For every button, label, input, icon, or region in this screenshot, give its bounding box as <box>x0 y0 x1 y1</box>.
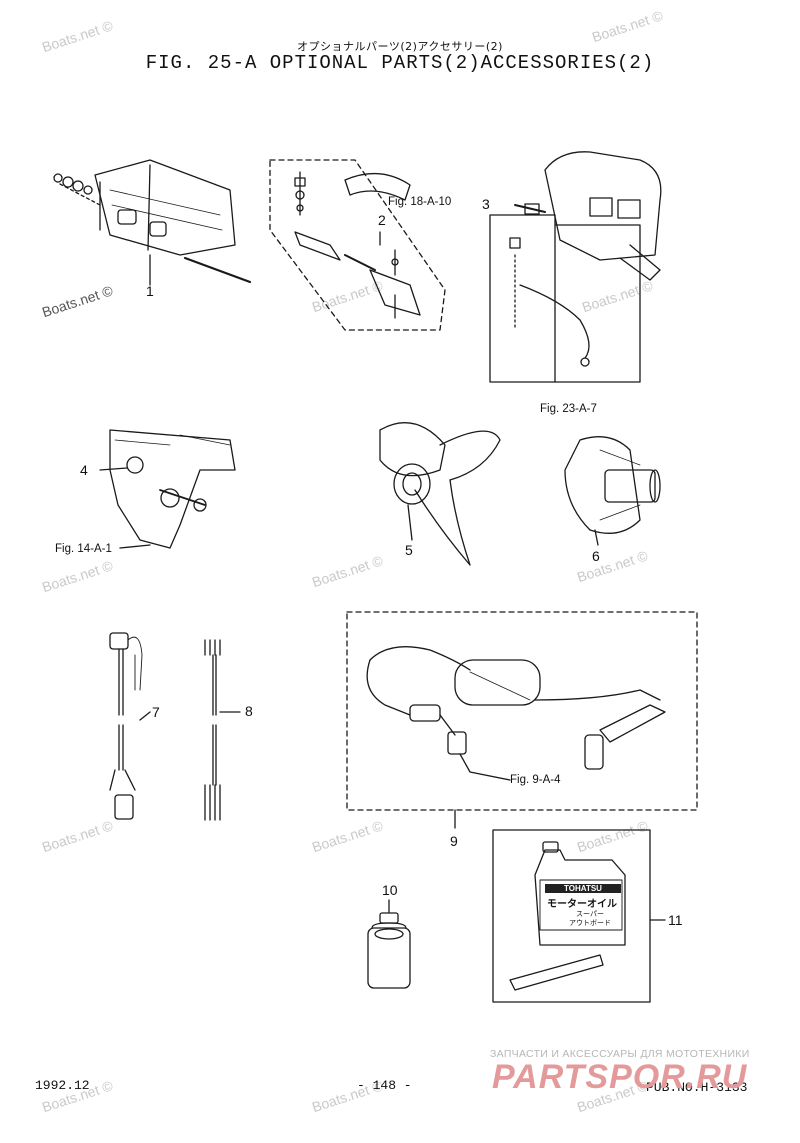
page-title: FIG. 25-A OPTIONAL PARTS(2)ACCESSORIES(2… <box>145 52 655 74</box>
site-banner-tagline: ЗАПЧАСТИ И АКСЕССУАРЫ ДЛЯ МОТОТЕХНИКИ <box>490 1048 750 1060</box>
part-7-drawing <box>109 632 151 820</box>
callout-7: 7 <box>152 704 160 720</box>
figure-reference: Fig. 9-A-4 <box>510 774 561 786</box>
callout-1: 1 <box>146 283 154 299</box>
figure-reference: Fig. 18-A-10 <box>388 196 452 208</box>
part-11-drawing <box>492 829 666 1003</box>
part-2-drawing <box>269 159 446 331</box>
part-8-drawing <box>204 639 241 821</box>
footer-pub-number: PUB.NO.H-3133 <box>646 1080 748 1095</box>
jug-label-brand: TOHATSU <box>545 884 621 893</box>
callout-6: 6 <box>592 548 600 564</box>
part-1-drawing <box>53 159 252 286</box>
footer-page-number: - 148 - <box>357 1078 412 1093</box>
callout-8: 8 <box>245 703 253 719</box>
figure-reference: Fig. 23-A-7 <box>540 403 597 415</box>
part-6-drawing <box>564 436 661 546</box>
page-subtitle-jp: オプショナルパーツ(2)アクセサリー(2) <box>297 40 503 53</box>
part-10-drawing <box>367 899 411 989</box>
jug-label-line1: モーターオイル <box>547 899 617 910</box>
callout-11: 11 <box>668 912 683 928</box>
jug-label-line3: アウトボード <box>569 919 611 927</box>
callout-2: 2 <box>378 212 386 228</box>
part-3-drawing <box>489 151 662 383</box>
callout-5: 5 <box>405 542 413 558</box>
callout-9: 9 <box>450 833 458 849</box>
callout-4: 4 <box>80 462 88 478</box>
site-banner-logo: PARTSPOR.RU <box>492 1058 748 1096</box>
jug-label-line2: スーパー <box>576 910 604 918</box>
part-9-drawing <box>346 611 698 829</box>
figure-reference: Fig. 14-A-1 <box>55 543 112 555</box>
part-4-drawing <box>99 429 236 549</box>
callout-10: 10 <box>382 882 398 898</box>
part-5-drawing <box>379 422 501 566</box>
footer-date: 1992.12 <box>35 1078 90 1093</box>
callout-3: 3 <box>482 196 490 212</box>
